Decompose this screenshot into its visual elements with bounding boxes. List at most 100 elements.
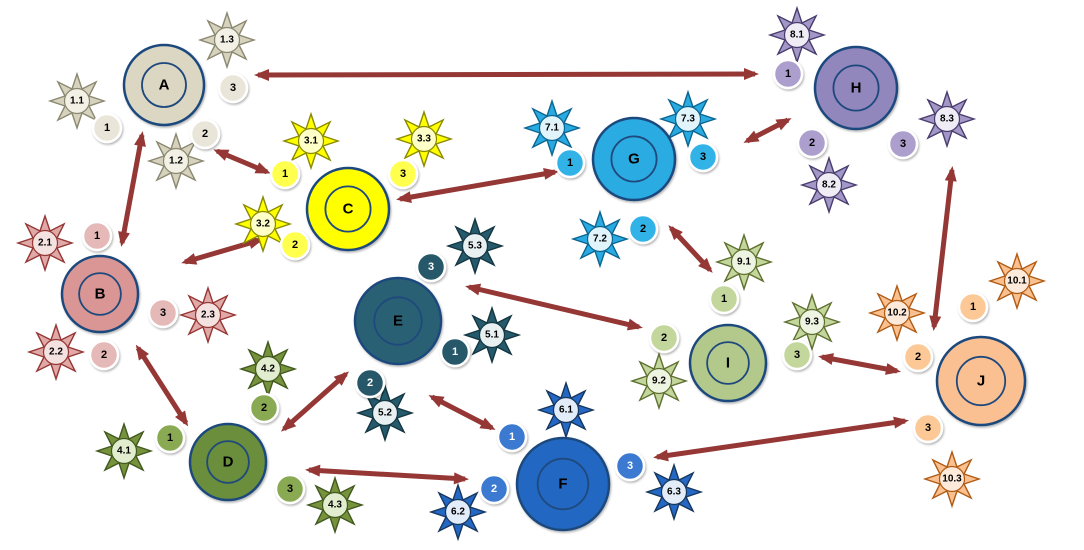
node-inner-ring <box>373 296 423 346</box>
sun-label-10.1: 10.1 <box>1007 276 1027 287</box>
sun-9.3: 9.3 <box>782 292 842 352</box>
satellite-circle <box>496 421 528 453</box>
sun-center <box>478 321 506 349</box>
satellite-circle <box>796 127 828 159</box>
sun-center <box>883 299 911 327</box>
sun-6.2: 6.2 <box>428 482 488 542</box>
sun-label-1.2: 1.2 <box>169 156 183 167</box>
node-inner-ring <box>610 135 658 183</box>
edge-C-G <box>396 167 559 204</box>
edges-layer <box>118 68 957 485</box>
edge-H-J <box>929 166 957 331</box>
edge-B-D <box>135 344 189 427</box>
sun-center <box>674 105 702 133</box>
node-circle-E <box>353 276 443 366</box>
sun-center <box>31 229 59 257</box>
edge-B-C <box>181 237 264 265</box>
sun-center <box>110 437 138 465</box>
sun-1.2: 1.2 <box>146 131 206 191</box>
satellite-I-2: 2 <box>648 322 680 354</box>
sun-center <box>162 147 190 175</box>
sun-8.1: 8.1 <box>767 5 827 65</box>
sun-label-5.3: 5.3 <box>468 241 482 252</box>
node-label-H: H <box>851 80 862 97</box>
satellite-circle <box>248 392 280 424</box>
sun-label-5.2: 5.2 <box>378 408 392 419</box>
satellite-label: 3 <box>428 261 434 273</box>
sun-10.3: 10.3 <box>922 449 982 509</box>
sun-2.3: 2.3 <box>178 285 238 345</box>
satellite-J-3: 3 <box>912 412 944 444</box>
satellite-D-1: 1 <box>154 422 186 454</box>
satellite-H-1: 1 <box>772 58 804 90</box>
satellite-label: 2 <box>661 332 667 344</box>
sun-7.2: 7.2 <box>570 209 630 269</box>
sun-center <box>461 232 489 260</box>
satellite-circle <box>387 158 419 190</box>
satellite-circle <box>554 147 586 179</box>
edge-G-I <box>668 225 713 273</box>
sun-10.2: 10.2 <box>867 283 927 343</box>
sun-center <box>783 21 811 49</box>
satellite-circle <box>147 297 179 329</box>
satellite-circle <box>274 473 306 505</box>
node-inner-ring <box>141 62 187 108</box>
node-label-B: B <box>95 286 106 303</box>
satellite-G-1: 1 <box>554 147 586 179</box>
satellite-D-2: 2 <box>248 392 280 424</box>
satellite-E-3: 3 <box>415 251 447 283</box>
satellite-label: 3 <box>794 349 800 361</box>
sun-center <box>254 355 282 383</box>
satellite-circle <box>269 158 301 190</box>
satellite-C-1: 1 <box>269 158 301 190</box>
edge-F-J <box>653 416 909 462</box>
sun-center <box>213 26 241 54</box>
sun-center <box>444 498 472 526</box>
satellite-label: 1 <box>167 432 173 444</box>
satellite-label: 2 <box>261 402 267 414</box>
sun-label-4.3: 4.3 <box>328 500 342 511</box>
satellite-H-3: 3 <box>887 128 919 160</box>
satellite-C-3: 3 <box>387 158 419 190</box>
satellite-circle <box>81 220 113 252</box>
satellite-G-2: 2 <box>627 213 659 245</box>
satellite-circle <box>902 341 934 373</box>
sun-label-7.1: 7.1 <box>545 123 559 134</box>
sun-center <box>798 308 826 336</box>
node-label-D: D <box>223 454 234 471</box>
node-circle-A <box>122 43 206 127</box>
satellite-label: 3 <box>230 82 236 94</box>
sun-label-10.2: 10.2 <box>887 308 907 319</box>
sun-5.3: 5.3 <box>445 216 505 276</box>
node-inner-ring <box>536 457 590 511</box>
satellite-D-3: 3 <box>274 473 306 505</box>
satellite-circle <box>354 367 386 399</box>
sun-center <box>552 396 580 424</box>
satellite-A-3: 3 <box>217 72 249 104</box>
satellite-J-1: 1 <box>957 291 989 323</box>
sun-7.3: 7.3 <box>658 89 718 149</box>
sun-label-6.2: 6.2 <box>451 507 465 518</box>
satellite-label: 3 <box>700 151 706 163</box>
sun-label-8.2: 8.2 <box>822 180 836 191</box>
node-label-A: A <box>159 77 170 94</box>
node-circle-F <box>515 436 611 532</box>
sun-center <box>371 399 399 427</box>
satellite-label: 3 <box>627 460 633 472</box>
sun-center <box>660 478 688 506</box>
node-inner-ring <box>706 341 750 385</box>
node-circle-H <box>813 45 899 131</box>
node-circle-D <box>188 422 268 502</box>
satellite-label: 1 <box>452 346 458 358</box>
satellite-B-3: 3 <box>147 297 179 329</box>
satellite-F-1: 1 <box>496 421 528 453</box>
satellite-label: 3 <box>925 422 931 434</box>
sun-center <box>938 465 966 493</box>
sun-label-4.1: 4.1 <box>117 446 131 457</box>
satellite-circle <box>439 336 471 368</box>
sun-label-6.1: 6.1 <box>559 405 573 416</box>
